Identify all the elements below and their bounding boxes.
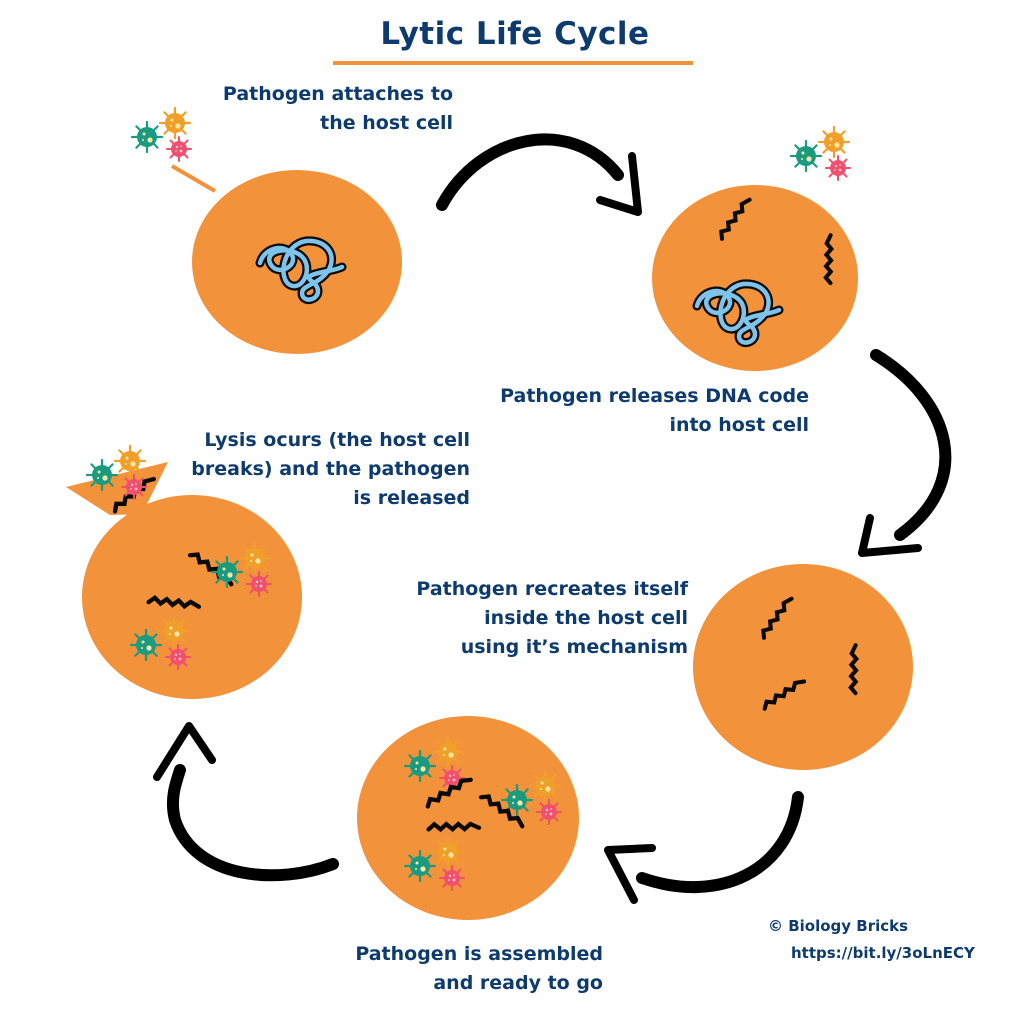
arrow-assemble-to-lysis xyxy=(153,722,339,882)
label-line: inside the host cell xyxy=(484,607,688,629)
label-line: and ready to go xyxy=(433,972,603,994)
label-line: is released xyxy=(353,487,470,509)
attachment-tail xyxy=(170,164,217,193)
step-label-assemble: Pathogen is assembled and ready to go xyxy=(355,940,603,998)
cell-lysis xyxy=(66,446,302,699)
cell-replicate xyxy=(693,564,913,770)
credit-link[interactable]: https://bit.ly/3oLnECY xyxy=(791,944,975,962)
label-line: Lysis ocurs (the host cell xyxy=(204,429,470,451)
credit-owner: © Biology Bricks xyxy=(768,917,909,935)
cell-attach xyxy=(132,108,402,354)
label-line: into host cell xyxy=(669,414,809,436)
step-label-replicate: Pathogen recreates itself inside the hos… xyxy=(416,575,688,662)
page-title: Lytic Life Cycle xyxy=(380,16,650,52)
virus-cluster-icon xyxy=(791,127,850,180)
step-label-attach: Pathogen attaches to the host cell xyxy=(223,80,453,138)
label-line: Pathogen recreates itself xyxy=(416,578,688,600)
ruptured-membrane-flap xyxy=(66,462,168,515)
cell-release-dna xyxy=(652,127,858,371)
step-label-lysis: Lysis ocurs (the host cell breaks) and t… xyxy=(191,426,470,513)
label-line: the host cell xyxy=(320,112,453,134)
arrow-replicate-to-assemble xyxy=(604,791,804,904)
host-cell xyxy=(82,495,302,699)
cell-assemble xyxy=(357,716,579,920)
host-cell xyxy=(652,185,858,371)
label-line: breaks) and the pathogen xyxy=(191,458,470,480)
label-line: using it’s mechanism xyxy=(460,636,688,658)
label-line: Pathogen attaches to xyxy=(222,83,453,105)
step-label-release-dna: Pathogen releases DNA code into host cel… xyxy=(500,382,809,440)
virus-cluster-icon xyxy=(132,108,191,161)
label-line: Pathogen releases DNA code xyxy=(500,385,809,407)
host-cell xyxy=(693,564,913,770)
title-underline xyxy=(333,61,693,65)
arrow-release-to-replicate xyxy=(858,349,952,557)
label-line: Pathogen is assembled xyxy=(355,943,603,965)
arrow-attach-to-release xyxy=(436,133,642,216)
